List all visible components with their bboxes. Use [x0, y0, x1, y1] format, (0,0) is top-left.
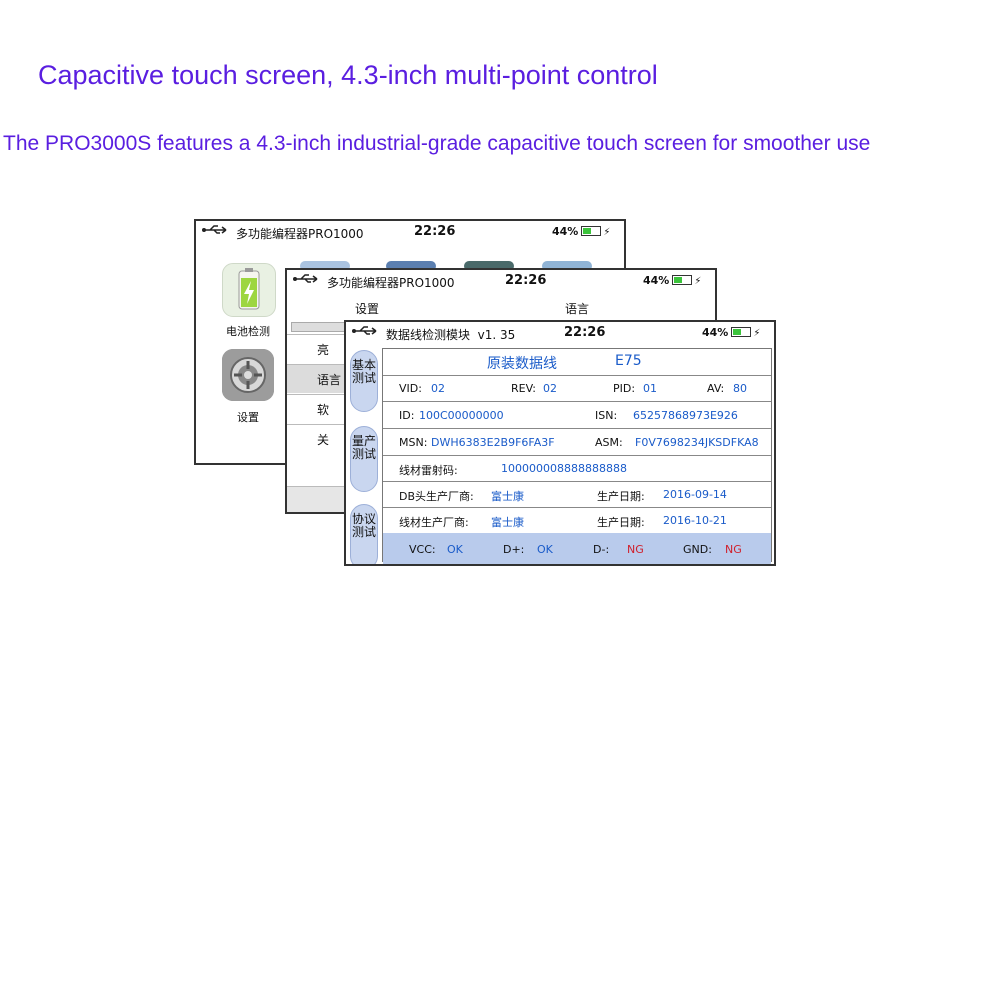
- version: v1. 35: [477, 328, 516, 342]
- table-row: DB头生产厂商: 富士康 生产日期: 2016-09-14: [383, 481, 771, 508]
- cable-name: 原装数据线: [487, 356, 557, 372]
- db-date-value: 2016-09-14: [663, 488, 727, 501]
- gnd-status: NG: [725, 543, 742, 556]
- pid-value: 01: [643, 382, 657, 395]
- rev-label: REV:: [511, 382, 536, 395]
- module-title: 数据线检测模块 v1. 35: [386, 328, 516, 342]
- app-icon-partial: [542, 261, 592, 271]
- av-label: AV:: [707, 382, 725, 395]
- table-row: VID: 02 REV: 02 PID: 01 AV: 80: [383, 375, 771, 402]
- settings-header: 设置: [355, 302, 380, 316]
- cable-maker-label: 线材生产厂商:: [399, 516, 469, 529]
- battery-indicator: 44%⚡: [552, 225, 611, 238]
- menu-item-software[interactable]: 软: [287, 394, 359, 423]
- usb-icon: [202, 224, 230, 240]
- menu-item-about[interactable]: 关: [287, 424, 359, 453]
- cable-model: E75: [615, 353, 642, 369]
- battery-test-app-icon[interactable]: [222, 263, 276, 317]
- gnd-label: GND:: [683, 543, 712, 556]
- db-maker-value: 富士康: [491, 490, 524, 503]
- table-row: 原装数据线 E75: [383, 349, 771, 376]
- charging-icon: ⚡: [603, 227, 611, 238]
- av-value: 80: [733, 382, 747, 395]
- language-header: 语言: [565, 302, 590, 316]
- status-bar: 多功能编程器PRO1000 22:26 44%⚡: [196, 221, 624, 243]
- status-bar: 多功能编程器PRO1000 22:26 44%⚡: [287, 270, 715, 292]
- table-row: VCC: OK D+: OK D-: NG GND: NG: [383, 533, 771, 564]
- clock: 22:26: [414, 224, 456, 239]
- gear-icon[interactable]: [222, 349, 274, 401]
- battery-indicator: 44%⚡: [702, 326, 761, 339]
- device-title: 多功能编程器PRO1000: [236, 227, 364, 241]
- usb-icon: [352, 325, 380, 341]
- battery-indicator: 44%⚡: [643, 274, 702, 287]
- asm-value: F0V7698234JKSDFKA8: [635, 436, 759, 449]
- side-tabs: 基本测试 量产测试 协议测试: [346, 348, 382, 564]
- tab-mass-test[interactable]: 量产测试: [350, 426, 378, 492]
- charging-icon: ⚡: [694, 276, 702, 287]
- dplus-label: D+:: [503, 543, 525, 556]
- pid-label: PID:: [613, 382, 636, 395]
- dplus-status: OK: [537, 543, 553, 556]
- isn-value: 65257868973E926: [633, 409, 738, 422]
- headline: Capacitive touch screen, 4.3-inch multi-…: [38, 60, 658, 90]
- battery-icon: [731, 327, 752, 337]
- db-date-label: 生产日期:: [597, 490, 645, 503]
- menu-item-brightness[interactable]: 亮: [287, 334, 359, 363]
- cable-date-label: 生产日期:: [597, 516, 645, 529]
- vcc-label: VCC:: [409, 543, 436, 556]
- table-row: MSN: DWH6383E2B9F6FA3F ASM: F0V7698234JK…: [383, 429, 771, 456]
- battery-icon: [581, 226, 602, 236]
- table-row: 线材生产厂商: 富士康 生产日期: 2016-10-21: [383, 507, 771, 534]
- tab-protocol-test[interactable]: 协议测试: [350, 504, 378, 564]
- battery-test-label: 电池检测: [226, 325, 270, 338]
- laser-code-value: 100000008888888888: [501, 462, 627, 475]
- cable-test-screen: 数据线检测模块 v1. 35 22:26 44%⚡ 基本测试 量产测试 协议测试…: [344, 320, 776, 566]
- vcc-status: OK: [447, 543, 463, 556]
- subline: The PRO3000S features a 4.3-inch industr…: [3, 132, 871, 155]
- rev-value: 02: [543, 382, 557, 395]
- isn-label: ISN:: [595, 409, 618, 422]
- table-row: 线材雷射码: 100000008888888888: [383, 455, 771, 482]
- tab-basic-test[interactable]: 基本测试: [350, 350, 378, 412]
- battery-icon: [672, 275, 693, 285]
- app-icon-partial: [386, 261, 436, 271]
- vid-label: VID:: [399, 382, 422, 395]
- asm-label: ASM:: [595, 436, 623, 449]
- laser-code-label: 线材雷射码:: [399, 464, 458, 477]
- msn-value: DWH6383E2B9F6FA3F: [431, 436, 555, 449]
- dminus-label: D-:: [593, 543, 610, 556]
- usb-icon: [293, 273, 321, 289]
- app-icon-partial: [300, 261, 350, 271]
- vid-value: 02: [431, 382, 445, 395]
- id-value: 100C00000000: [419, 409, 504, 422]
- clock: 22:26: [505, 273, 547, 288]
- app-icon-partial: [464, 261, 514, 271]
- db-maker-label: DB头生产厂商:: [399, 490, 474, 503]
- charging-icon: ⚡: [753, 328, 761, 339]
- dminus-status: NG: [627, 543, 644, 556]
- cable-info-table: 原装数据线 E75 VID: 02 REV: 02 PID: 01 AV: 80…: [382, 348, 772, 564]
- cable-maker-value: 富士康: [491, 516, 524, 529]
- msn-label: MSN:: [399, 436, 428, 449]
- cable-date-value: 2016-10-21: [663, 514, 727, 527]
- id-label: ID:: [399, 409, 415, 422]
- clock: 22:26: [564, 325, 606, 340]
- table-row: ID: 100C00000000 ISN: 65257868973E926: [383, 402, 771, 429]
- settings-label: 设置: [237, 411, 259, 424]
- status-bar: 数据线检测模块 v1. 35 22:26 44%⚡: [346, 322, 774, 344]
- device-title: 多功能编程器PRO1000: [327, 276, 455, 290]
